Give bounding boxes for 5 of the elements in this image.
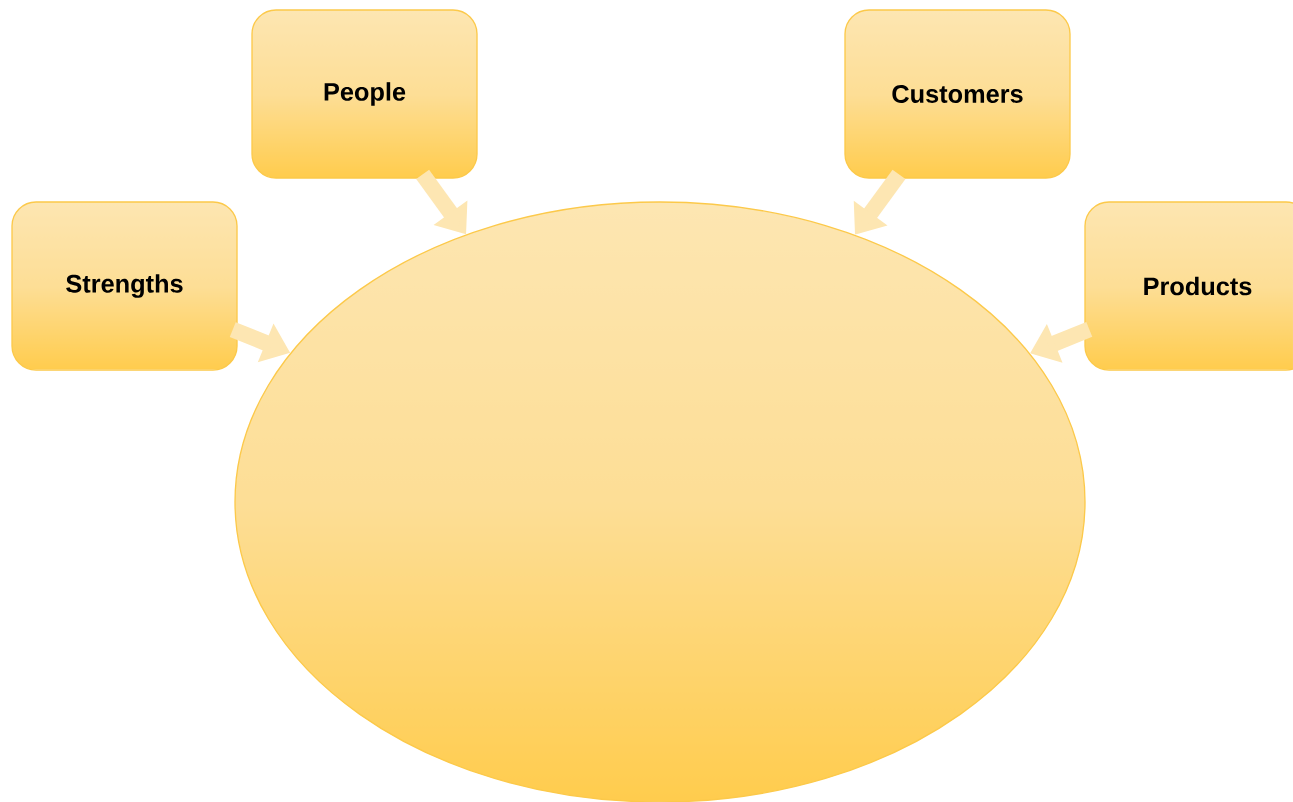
text-box: Strengths — [11, 201, 238, 371]
text-box: Customers — [844, 9, 1071, 179]
ellipse-shape — [234, 201, 1086, 802]
text-box: Products — [1084, 201, 1293, 371]
text-box: People — [251, 9, 478, 179]
